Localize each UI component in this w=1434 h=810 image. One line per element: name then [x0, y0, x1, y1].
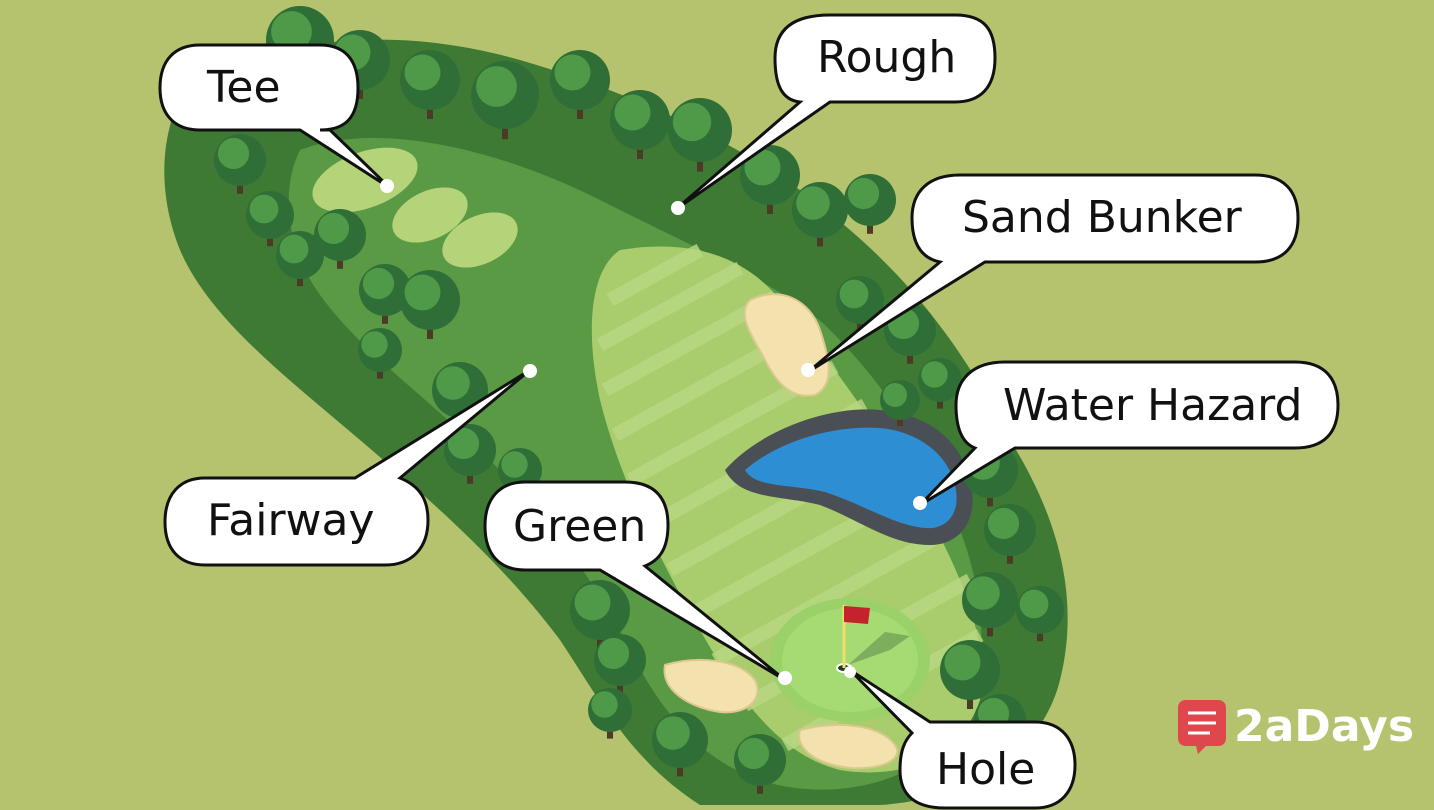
fairway-callout: Fairway — [163, 364, 537, 567]
green-inner — [782, 608, 918, 712]
water-hazard-callout-bubble — [918, 360, 1340, 507]
tee-box — [442, 212, 518, 268]
brand-logo: 2aDays — [1178, 700, 1414, 754]
tree — [550, 50, 610, 119]
tree — [668, 98, 732, 172]
chat-icon — [1178, 700, 1226, 754]
tree — [792, 182, 848, 247]
tree — [918, 358, 962, 409]
hole-callout: Hole — [844, 666, 1077, 810]
tee-box — [392, 187, 468, 243]
rough-callout-bubble — [674, 13, 997, 212]
fairway-callout-dot — [523, 364, 537, 378]
logo-text: 2aDays — [1234, 701, 1414, 752]
tree — [740, 145, 800, 214]
tree — [1016, 586, 1064, 642]
green-callout-bubble — [483, 480, 786, 682]
tree — [276, 231, 324, 287]
water-hazard — [745, 427, 957, 529]
fairway-callout-bubble — [163, 368, 531, 567]
tree — [246, 191, 294, 247]
sand-bunker-callout: Sand Bunker — [801, 173, 1300, 377]
flag-shadow — [848, 632, 910, 665]
sand-bunker-bottom — [798, 724, 899, 770]
flag-icon — [844, 606, 870, 624]
tree — [880, 380, 920, 426]
tee-box — [312, 147, 418, 213]
tee-label: Tee — [206, 62, 281, 113]
tree — [844, 174, 896, 234]
tee-callout: Tee — [158, 43, 394, 193]
tree — [358, 328, 402, 379]
water-hazard-callout-dot — [913, 496, 927, 510]
water-hazard-callout: Water Hazard — [913, 360, 1340, 510]
green-callout-dot — [778, 671, 792, 685]
tree — [652, 712, 708, 777]
tree — [214, 134, 266, 194]
tree — [734, 734, 786, 794]
hole-label: Hole — [936, 744, 1035, 795]
sand-bunker-callout-dot — [801, 363, 815, 377]
hole-callout-bubble — [848, 668, 1077, 810]
rough-callout-dot — [671, 201, 685, 215]
tree — [314, 209, 366, 269]
tee-callout-bubble — [158, 43, 392, 190]
sand-bunker-green — [663, 659, 759, 714]
tree — [940, 640, 1000, 709]
water-hazard-label: Water Hazard — [1003, 380, 1302, 431]
sand-bunker-callout-bubble — [807, 173, 1300, 374]
tree — [400, 50, 460, 119]
green-label: Green — [513, 501, 646, 552]
tree — [588, 688, 632, 739]
tree — [610, 90, 670, 159]
tree — [594, 634, 646, 694]
fairway-label: Fairway — [207, 495, 375, 546]
rough-callout: Rough — [671, 13, 997, 215]
tree — [400, 270, 460, 339]
rough-label: Rough — [817, 32, 956, 83]
hole-callout-dot — [844, 666, 856, 678]
green-callout: Green — [483, 480, 792, 685]
sand-bunker-label: Sand Bunker — [962, 192, 1243, 243]
tree — [570, 580, 630, 649]
tree — [471, 61, 539, 140]
tee-callout-dot — [380, 179, 394, 193]
tree — [444, 424, 496, 484]
tree — [836, 276, 884, 332]
tree — [962, 572, 1018, 637]
tree — [359, 264, 411, 324]
tree — [984, 504, 1036, 564]
